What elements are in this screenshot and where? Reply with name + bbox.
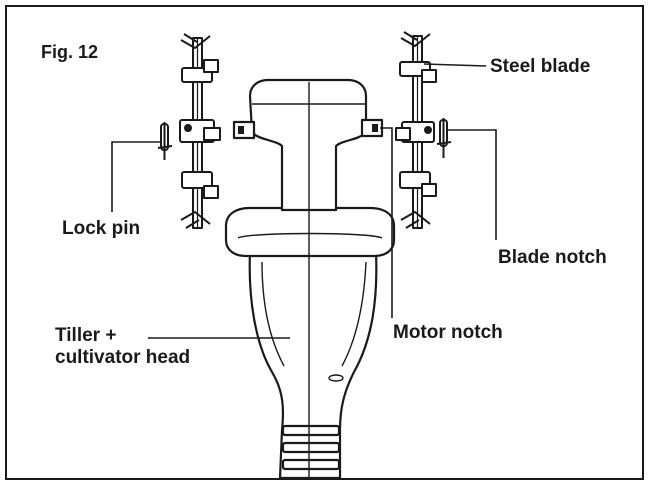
callout-blade-notch: Blade notch [498, 247, 607, 268]
blade-assembly-left [179, 33, 221, 229]
tine-left-bottom [180, 211, 211, 225]
leader-motor-notch [380, 127, 393, 318]
tine-left-bottom-2 [185, 219, 200, 229]
tine-left-top [180, 35, 211, 49]
blade-right-4 [395, 127, 411, 141]
notch-left [238, 126, 244, 134]
blade-left-5 [181, 171, 213, 189]
blade-left-4 [203, 127, 221, 141]
grip-ring [281, 458, 341, 471]
callout-lock-pin: Lock pin [62, 218, 141, 239]
blade-right-6 [421, 183, 437, 197]
callout-tiller-head: Tiller + cultivator head [55, 325, 190, 369]
notch-right [372, 124, 378, 132]
figure-label: Fig. 12 [41, 42, 99, 62]
tine-right-top-2 [403, 31, 418, 41]
collar-inner [237, 232, 383, 239]
tine-right-bottom [400, 211, 431, 225]
callout-tiller-line2: cultivator head [55, 346, 191, 368]
tiller-shaft [248, 250, 378, 480]
leader-lines [111, 63, 497, 339]
shaft-oval [328, 374, 344, 382]
callout-tiller-line1: Tiller + [55, 325, 117, 346]
shaft-contour [261, 261, 367, 367]
callout-motor-notch: Motor notch [393, 322, 503, 343]
leader-lock-pin [111, 141, 160, 212]
grip-ring [281, 424, 341, 437]
tine-right-top [400, 33, 431, 47]
callout-steel-blade: Steel blade [490, 56, 591, 77]
blade-hub-right [424, 126, 432, 134]
blade-left-6 [203, 185, 219, 199]
tiller-head [224, 78, 396, 480]
tine-left-top-2 [183, 33, 198, 43]
blade-assembly-right [395, 31, 437, 229]
tine-right-bottom-2 [405, 219, 420, 229]
blade-right-2 [421, 69, 437, 83]
lock-pin-right [436, 118, 452, 158]
leader-blade-notch [448, 129, 497, 240]
collar [224, 206, 396, 258]
leader-steel-blade [423, 63, 487, 67]
gearbox-housing [248, 78, 368, 212]
blade-left-2 [203, 59, 219, 73]
lock-pin [157, 122, 173, 160]
grip-ring [281, 441, 341, 454]
blade-hub-left [184, 124, 192, 132]
